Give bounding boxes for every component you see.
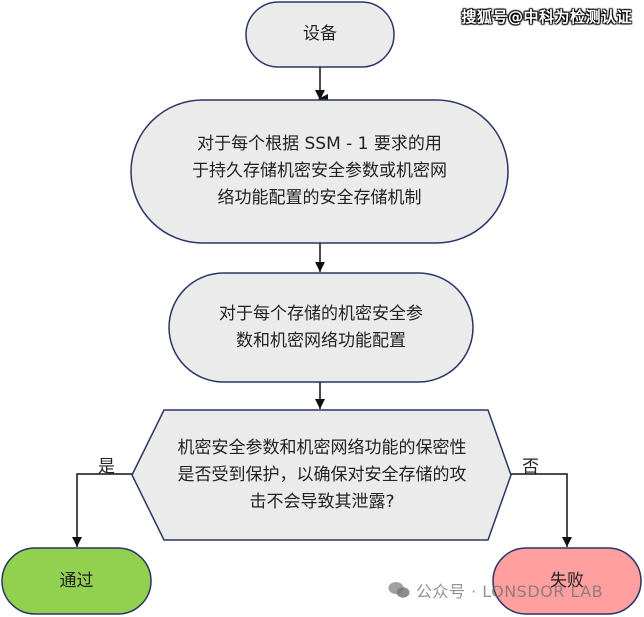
fail-node: 失败 [550,570,584,591]
step2-line-1: 对于每个存储的机密安全参 [219,303,423,324]
arrowhead-decision [315,399,325,409]
fail-node-shape [492,547,642,615]
step2-line-2: 数和机密网络功能配置 [236,330,406,351]
start-node: 设备 [303,24,337,44]
edge-yes [76,473,132,547]
edge-no [511,473,568,547]
step1-line-2: 于持久存储机密安全参数或机密网 [192,161,447,181]
no-label: 否 [522,457,539,477]
yes-label: 是 [98,457,115,477]
arrowhead-step1 [315,90,325,100]
step1-node-shape [130,99,509,244]
bottom-watermark: 公众号 · LONSDOR LAB [388,578,603,602]
decision-line-3: 击不会导致其泄露? [249,491,395,512]
bottom-watermark-text: 公众号 · LONSDOR LAB [416,582,604,601]
start-node-shape [245,1,395,68]
decision-node: 机密安全参数和机密网络功能的保密性 是否受到保护，以确保对安全存储的攻 击不会导… [140,410,504,540]
arrowhead-pass [72,537,82,547]
arrowhead-fail [562,537,572,547]
pass-node: 通过 [59,570,94,591]
step2-node-shape [168,272,474,383]
step1-line-1: 对于每个根据 SSM - 1 要求的用 [197,134,442,154]
step2-node: 对于每个存储的机密安全参 数和机密网络功能配置 [169,273,473,382]
decision-line-1: 机密安全参数和机密网络功能的保密性 [177,437,467,458]
pass-node-shape [1,547,152,615]
step1-node: 对于每个根据 SSM - 1 要求的用 于持久存储机密安全参数或机密网 络功能配… [131,100,508,243]
wechat-icon [388,581,410,599]
decision-node-shape [131,409,512,541]
arrowhead-step2 [315,262,325,272]
decision-line-2: 是否受到保护，以确保对安全存储的攻 [177,464,467,485]
step1-line-3: 络功能配置的安全存储机制 [217,188,422,208]
top-watermark: 搜狐号@中科为检测认证 [461,8,632,26]
